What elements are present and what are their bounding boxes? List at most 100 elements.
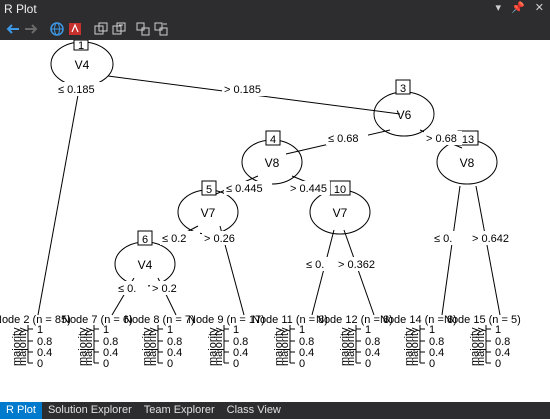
leaf-axis-label: majority [207,327,219,366]
tree-edge [475,185,501,316]
export-alt-icon [154,22,168,36]
leaf-title: Node 2 (n = 85) [0,314,71,326]
split-label: > 0.642 [472,233,509,245]
leaf-axis-label: majority [279,327,291,366]
leaf-axis-label: majority [409,327,421,366]
leaf-axis-label: majority [469,327,481,366]
leaf-tick-label: 0.8 [103,336,118,348]
copy-button[interactable] [92,20,110,38]
split-label: > 0.26 [204,233,235,245]
window-menu-icon[interactable]: ▾ [495,2,502,14]
split-label: ≤ 0.2 [162,233,186,245]
node-id: 10 [334,184,346,196]
toolbar [0,18,550,40]
leaf-tick-label: 0.4 [365,347,380,359]
leaf-tick-label: 0 [233,358,239,370]
forward-button[interactable] [22,20,40,38]
leaf-tick-label: 1 [495,324,501,336]
leaf-tick-label: 1 [167,324,173,336]
split-label: ≤ 0. [306,259,324,271]
leaf-title: Node 11 (n = 8) [252,314,328,326]
export-icon [136,22,150,36]
node-id: 1 [78,40,84,52]
node-label: V4 [75,58,90,72]
leaf-axis-label: majority [339,327,351,366]
close-icon[interactable]: ✕ [534,2,544,14]
leaf-tick-label: 1 [103,324,109,336]
bottom-tab-bar: R Plot Solution Explorer Team Explorer C… [0,402,550,419]
export-button[interactable] [134,20,152,38]
leaf-axis-label: majority [345,327,357,366]
tree-edge [343,229,375,316]
leaf-tick-label: 0.8 [167,336,182,348]
globe-icon [50,22,64,36]
split-label: ≤ 0.185 [58,84,95,96]
split-label: > 0.2 [152,283,177,295]
node-id: 4 [270,134,276,146]
split-label: > 0.68 [426,133,457,145]
leaf-axis-label: majority [213,327,225,366]
plot-area: 1 3 4 5 6 10 13 V4 V6 V8 V7 V4 V7 V8 ≤ 0… [0,40,550,402]
node-label: V4 [138,258,153,272]
window-title: R Plot [4,2,37,16]
leaf-tick-label: 0 [429,358,435,370]
leaf-title: Node 12 (n = 8) [316,314,393,326]
leaf-tick-label: 0.8 [495,336,510,348]
node-label: V8 [265,156,280,170]
pdf-button[interactable] [66,20,84,38]
leaf-title: Node 14 (n = 8) [380,314,457,326]
leaf-axis-label: majority [475,327,487,366]
leaf-tick-label: 0 [103,358,109,370]
leaf-tick-label: 0.4 [429,347,444,359]
leaf-axis-label: majority [273,327,285,366]
leaf-axis-label: majority [11,327,23,366]
leaf-title: Node 8 (n = 7) [124,314,195,326]
leaf-title: Node 9 (n = 17) [188,314,265,326]
leaf-axis-label: majority [17,327,29,366]
leaf-tick-label: 0.8 [233,336,248,348]
split-label: ≤ 0. [434,233,452,245]
pin-icon[interactable]: 📌 [511,2,525,14]
split-label: > 0.185 [224,84,261,96]
tab-r-plot[interactable]: R Plot [0,402,42,419]
title-bar: R Plot ▾ 📌 ✕ [0,0,550,18]
decision-tree-plot: 1 3 4 5 6 10 13 V4 V6 V8 V7 V4 V7 V8 ≤ 0… [0,40,521,370]
leaf-tick-label: 1 [429,324,435,336]
leaf-axis-label: majority [141,327,153,366]
leaf-title: Node 15 (n = 5) [444,314,521,326]
browser-button[interactable] [48,20,66,38]
leaf-tick-label: 0 [37,358,43,370]
leaf-axis-label: majority [83,327,95,366]
copy-alt-icon [112,22,126,35]
leaf-tick-label: 0 [365,358,371,370]
leaf-tick-label: 0 [167,358,173,370]
node-label: V6 [397,108,412,122]
leaf-tick-label: 0.8 [429,336,444,348]
tab-class-view[interactable]: Class View [226,404,281,416]
split-label: > 0.445 [290,183,327,195]
tab-team-explorer[interactable]: Team Explorer [143,404,215,416]
leaf-title: Node 7 (n = 6) [62,314,133,326]
leaf-tick-label: 0.4 [167,347,182,359]
leaf-tick-label: 0.4 [495,347,510,359]
leaf-tick-label: 0.8 [365,336,380,348]
leaf-tick-label: 0 [299,358,305,370]
tree-edge [37,83,81,316]
tab-solution-explorer[interactable]: Solution Explorer [47,404,132,416]
leaf-tick-label: 1 [365,324,371,336]
leaf-axis-label: majority [403,327,415,366]
pdf-icon [69,23,81,35]
leaf-axis-label: majority [147,327,159,366]
split-label: ≤ 0. [118,283,136,295]
tree-edge [441,185,461,316]
leaf-tick-label: 0.4 [37,347,52,359]
leaf-tick-label: 0.8 [37,336,52,348]
copy-metafile-button[interactable] [110,20,128,38]
split-label: ≤ 0.445 [226,183,263,195]
leaf-tick-label: 0.4 [299,347,314,359]
export-alt-button[interactable] [152,20,170,38]
leaf-tick-label: 0.8 [299,336,314,348]
node-id: 3 [400,83,406,95]
back-button[interactable] [4,20,22,38]
arrow-left-icon [6,24,19,34]
